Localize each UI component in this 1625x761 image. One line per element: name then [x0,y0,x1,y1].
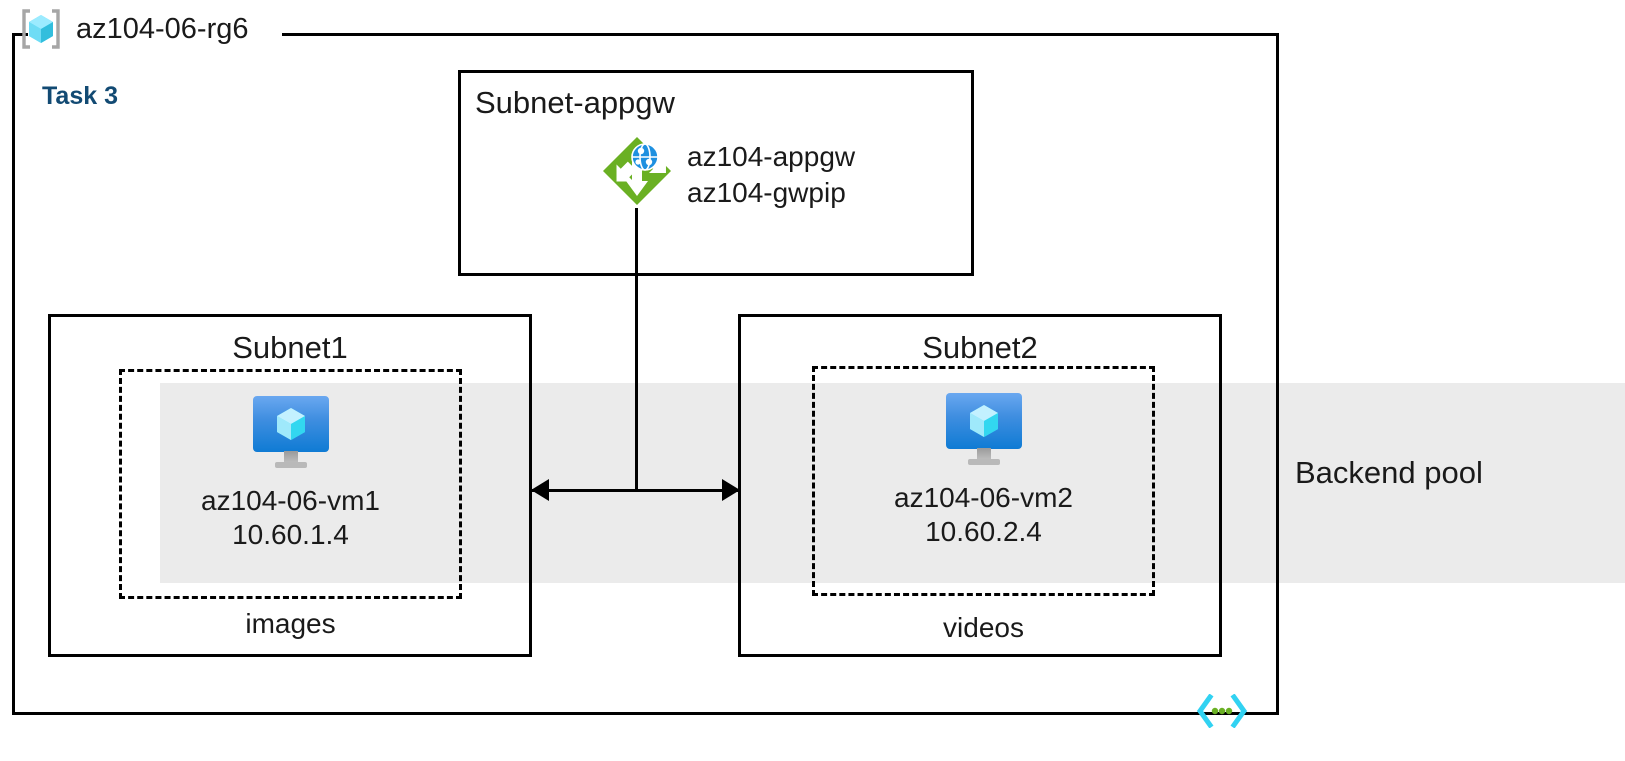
subnet2-vm-name: az104-06-vm2 [894,482,1073,513]
subnet-appgw-box: Subnet-appgw [458,70,974,276]
subnet2-vm-node[interactable]: az104-06-vm2 10.60.2.4 [815,393,1152,549]
backend-pool-label: Backend pool [1295,455,1483,490]
vm-stand-base [967,459,1000,465]
resource-group-cube-icon [18,6,64,52]
application-gateway-labels: az104-appgw az104-gwpip [687,139,855,211]
appgw-name: az104-appgw [687,140,856,172]
arrowhead-right-icon [722,479,740,501]
subnet-appgw-title: Subnet-appgw [475,85,675,120]
virtual-machine-icon [252,396,329,468]
vm-stand-neck [283,451,298,464]
backend-horizontal-connector [532,489,740,492]
appgw-vertical-connector [635,208,638,491]
code-brackets-icon [1196,693,1248,729]
subnet1-box: Subnet1 [48,314,532,657]
subnet1-vm-group: az104-06-vm1 10.60.1.4 [119,369,462,599]
subnet1-vm-node[interactable]: az104-06-vm1 10.60.1.4 [122,396,459,552]
application-gateway-icon [601,135,673,214]
vm-stand-base [274,462,307,468]
subnet2-vm-group: az104-06-vm2 10.60.2.4 [812,366,1155,596]
resource-group-border-top-left [12,33,28,36]
application-gateway-node[interactable]: az104-appgw az104-gwpip [601,135,855,214]
subnet2-title: Subnet2 [922,330,1038,365]
subnet2-box: Subnet2 [738,314,1222,657]
vm-stand-neck [976,448,991,461]
subnet1-vm-ip: 10.60.1.4 [232,519,349,551]
subnet2-caption: videos [943,612,1024,643]
subnet1-caption: images [245,608,336,639]
resource-group-boundary [12,33,1279,715]
gwpip-name: az104-gwpip [687,176,846,208]
subnet1-vm-name: az104-06-vm1 [201,485,380,516]
virtual-machine-icon [945,393,1022,465]
arrowhead-left-icon [531,479,549,501]
backend-pool-band [160,383,1625,583]
subnet2-vm-ip: 10.60.2.4 [925,516,1042,548]
task-label: Task 3 [42,82,118,110]
resource-group-name: az104-06-rg6 [76,12,249,45]
resource-group-border-top-right [282,33,1279,36]
resource-group-header: az104-06-rg6 [18,6,249,52]
subnet1-title: Subnet1 [232,330,348,365]
vm-screen [252,396,329,452]
vm-screen [945,393,1022,449]
